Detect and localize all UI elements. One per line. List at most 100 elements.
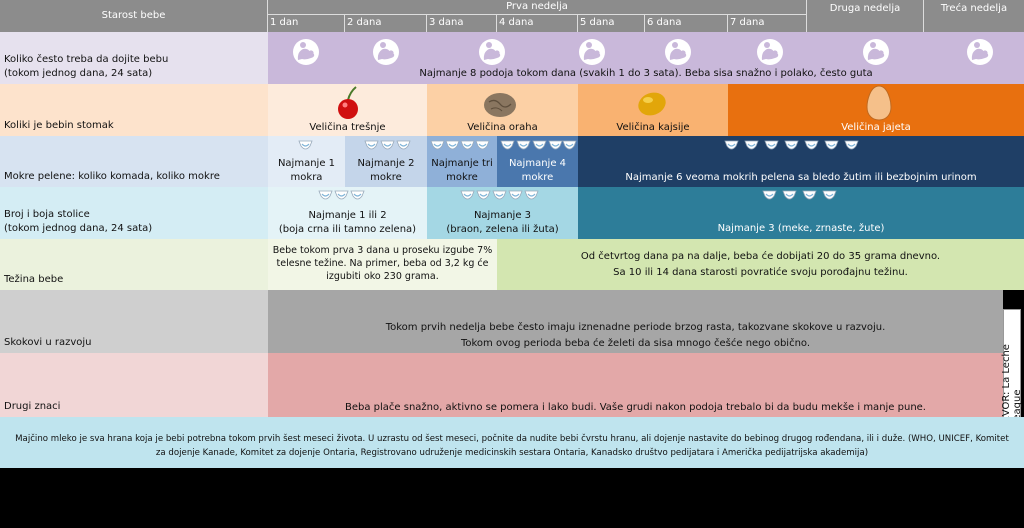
diaper-icon — [298, 140, 313, 150]
nursing-mother-icon — [293, 39, 319, 65]
diaper-icon — [844, 140, 859, 150]
leaps-row-label: Skokovi u razvoju — [0, 290, 268, 353]
egg-text: Veličina jajeta — [841, 122, 911, 133]
diaper-icon — [460, 140, 475, 150]
leaps-line2: Tokom ovog perioda beba će želeti da sis… — [460, 337, 811, 349]
weight-label: Težina bebe — [4, 274, 64, 285]
age-header: Starost bebe — [0, 0, 268, 32]
feeding-label-line2: (tokom jednog dana, 24 sata) — [4, 68, 153, 79]
week1-header: Prva nedelja — [268, 0, 807, 15]
diaper-icon — [318, 190, 333, 200]
stomach-row-label: Koliki je bebin stomak — [0, 84, 268, 136]
weight-first-cell: Bebe tokom prva 3 dana u proseku izgube … — [268, 239, 497, 290]
leaps-line1: Tokom prvih nedelja bebe često imaju izn… — [385, 321, 886, 333]
leaps-cell: Tokom prvih nedelja bebe često imaju izn… — [268, 290, 1003, 353]
stool-label-line1: Broj i boja stolice — [4, 209, 90, 220]
stomach-egg-cell: Veličina jajeta — [728, 84, 1024, 136]
other-label: Drugi znaci — [4, 401, 61, 412]
stool-days34-line1: Najmanje 3 — [473, 210, 532, 221]
stool-days34-line2: (braon, zelena ili žuta) — [446, 223, 559, 235]
diaper-icon — [350, 190, 365, 200]
nursing-mother-icon — [579, 39, 605, 65]
diaper-icon — [532, 140, 547, 150]
diaper-day4-text: Najmanje 4 mokre — [508, 158, 567, 183]
apricot-text: Veličina kajsije — [616, 122, 690, 133]
feeding-row-label: Koliko često treba da dojite bebu (tokom… — [0, 32, 268, 84]
nursing-mother-icon — [757, 39, 783, 65]
age-header-label: Starost bebe — [101, 10, 166, 22]
feeding-text: Najmanje 8 podoja tokom dana (svakih 1 d… — [419, 68, 873, 79]
weight-rest-line1: Od četvrtog dana pa na dalje, beba će do… — [580, 250, 941, 262]
diaper-icon — [744, 140, 759, 150]
stool-rest-cell: Najmanje 3 (meke, zrnaste, žute) — [578, 187, 1024, 239]
diaper-icon — [804, 140, 819, 150]
stomach-apricot-cell: Veličina kajsije — [578, 84, 728, 136]
walnut-icon — [484, 93, 516, 117]
nursing-mother-icon — [373, 39, 399, 65]
diaper-icon — [430, 140, 445, 150]
diaper-icon — [475, 140, 490, 150]
diaper-icon — [822, 190, 837, 200]
stool-label-line2: (tokom jednog dana, 24 sata) — [4, 223, 153, 234]
walnut-text: Veličina oraha — [467, 122, 538, 133]
diaper-icon — [782, 190, 797, 200]
diaper-icon — [445, 140, 460, 150]
diaper-day2-text: Najmanje 2 mokre — [357, 158, 415, 183]
diaper-icon — [724, 140, 739, 150]
day-6: 6 dana — [645, 15, 728, 32]
source-text: IZVOR: La Leche League — [1001, 344, 1023, 426]
diaper-icon — [460, 190, 475, 200]
week2-header: Druga nedelja — [807, 0, 924, 32]
diaper-icon — [492, 190, 507, 200]
diaper-icon — [562, 140, 577, 150]
other-text: Beba plače snažno, aktivno se pomera i l… — [344, 402, 926, 413]
diaper-day1-text: Najmanje 1 mokra — [277, 158, 336, 183]
diaper-icon — [762, 190, 777, 200]
nursing-mother-icon — [967, 39, 993, 65]
stool-days12-line1: Najmanje 1 ili 2 — [308, 210, 387, 221]
diaper-icon — [824, 140, 839, 150]
diaper-icon — [364, 140, 379, 150]
day-1: 1 dan — [268, 15, 345, 32]
diaper-day3-text: Najmanje tri mokre — [431, 158, 493, 183]
cherry-icon — [338, 86, 358, 119]
source-label: IZVOR: La Leche League — [1001, 309, 1023, 427]
weight-first-text: Bebe tokom prva 3 dana u proseku izgube … — [272, 245, 493, 282]
diaper-icon — [802, 190, 817, 200]
apricot-icon — [638, 92, 666, 116]
diaper-icon — [396, 140, 411, 150]
diapers-label: Mokre pelene: koliko komada, koliko mokr… — [4, 171, 220, 182]
nursing-mother-icon — [665, 39, 691, 65]
stool-days12-cell: Najmanje 1 ili 2 (boja crna ili tamno ze… — [268, 187, 427, 239]
week3-header: Treća nedelja — [924, 0, 1024, 32]
stool-rest-text: Najmanje 3 (meke, zrnaste, žute) — [717, 223, 885, 234]
stomach-walnut-cell: Veličina oraha — [427, 84, 578, 136]
diaper-rest-cell: Najmanje 6 veoma mokrih pelena sa bledo … — [578, 136, 1024, 187]
stool-row-label: Broj i boja stolice (tokom jednog dana, … — [0, 187, 268, 239]
week1-label: Prva nedelja — [506, 1, 568, 13]
diaper-icon — [548, 140, 563, 150]
week2-label: Druga nedelja — [829, 3, 901, 14]
diaper-rest-text: Najmanje 6 veoma mokrih pelena sa bledo … — [625, 172, 977, 183]
stomach-cherry-cell: Veličina trešnje — [268, 84, 427, 136]
day-5: 5 dana — [578, 15, 645, 32]
week3-label: Treća nedelja — [940, 3, 1008, 14]
diaper-icon — [334, 190, 349, 200]
nursing-mother-icon — [863, 39, 889, 65]
stomach-label: Koliki je bebin stomak — [4, 120, 114, 131]
day-7: 7 dana — [728, 15, 807, 32]
diaper-icon — [380, 140, 395, 150]
egg-icon — [866, 85, 892, 121]
diapers-row-label: Mokre pelene: koliko komada, koliko mokr… — [0, 136, 268, 187]
diaper-icon — [516, 140, 531, 150]
footer: Majčino mleko je sva hrana koja je bebi … — [0, 417, 1024, 468]
diaper-icon — [784, 140, 799, 150]
feeding-label-line1: Koliko često treba da dojite bebu — [4, 54, 169, 65]
other-row-label: Drugi znaci — [0, 353, 268, 417]
other-cell: Beba plače snažno, aktivno se pomera i l… — [268, 353, 1003, 417]
footer-text: Majčino mleko je sva hrana koja je bebi … — [15, 434, 1009, 458]
diaper-icon — [764, 140, 779, 150]
nursing-mother-icon — [479, 39, 505, 65]
weight-row-label: Težina bebe — [0, 239, 268, 290]
day-2: 2 dana — [345, 15, 427, 32]
